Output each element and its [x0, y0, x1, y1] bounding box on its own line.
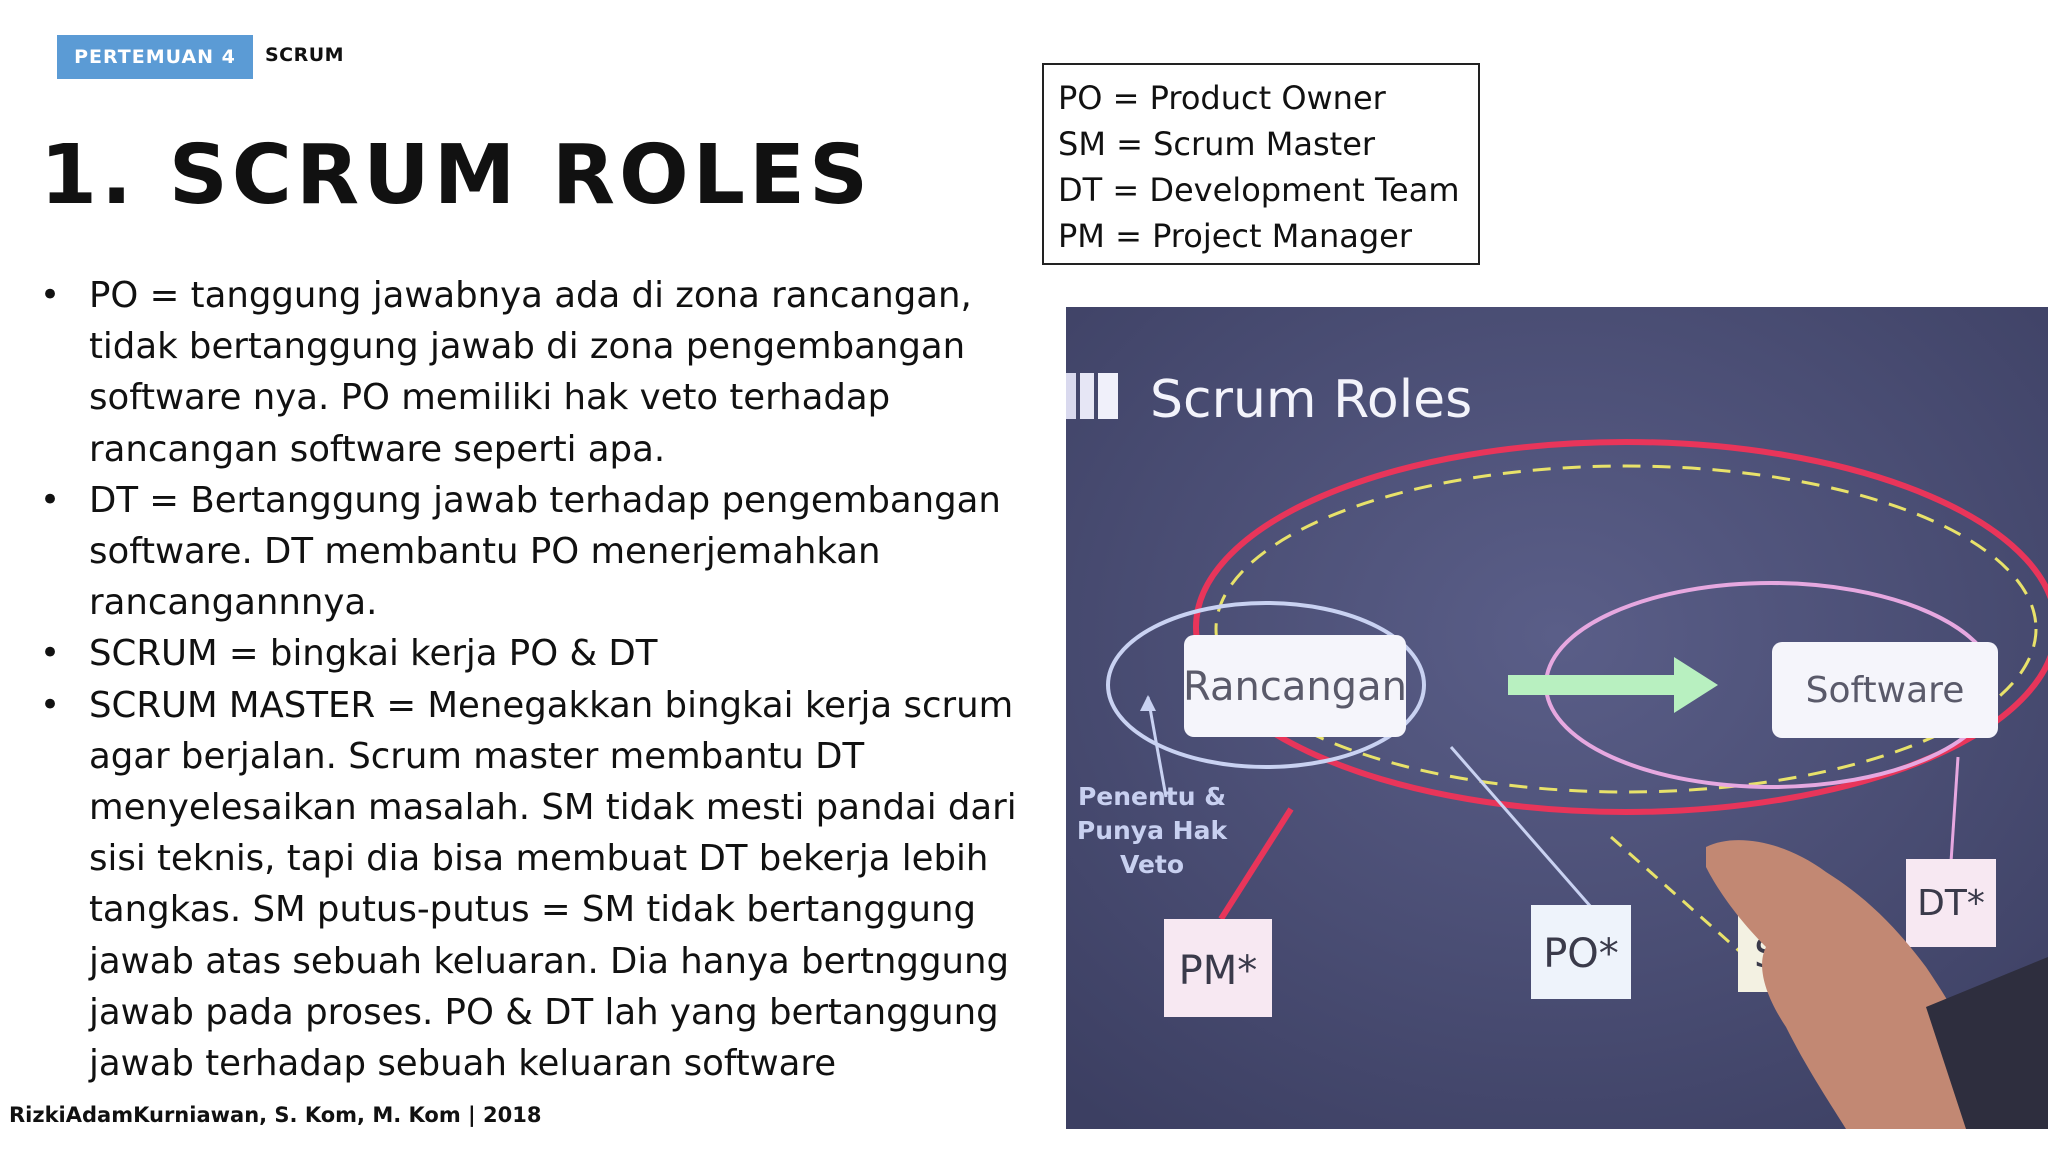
- scrum-frame-ellipse: [1193, 439, 2048, 815]
- section-badge: PERTEMUAN 4: [57, 35, 253, 79]
- scrum-master-dashed-ellipse: [1214, 464, 2038, 794]
- pm-box: [1164, 919, 1272, 1017]
- po-label: PO*: [1543, 931, 1619, 977]
- slide-title: 1. SCRUM ROLES: [40, 128, 873, 223]
- abbreviation-legend: PO = Product Owner SM = Scrum Master DT …: [1042, 63, 1480, 265]
- projector-photo: Scrum Roles Rancangan Software Penentu &…: [1066, 307, 2048, 1129]
- bullet-scrum-master: SCRUM MASTER = Menegakkan bingkai kerja …: [40, 680, 1055, 1090]
- software-label: Software: [1806, 670, 1965, 711]
- po-connector: [1449, 746, 1593, 908]
- veto-pointer-line: [1146, 696, 1168, 798]
- dt-connector: [1949, 756, 1960, 863]
- design-zone-ellipse: [1106, 601, 1426, 769]
- software-box: [1772, 642, 1998, 738]
- rancangan-label: Rancangan: [1183, 664, 1407, 710]
- legend-item: PM = Project Manager: [1058, 217, 1412, 255]
- dt-label: DT*: [1917, 883, 1985, 924]
- veto-note-line: Punya Hak: [1077, 816, 1229, 845]
- legend-item: PO = Product Owner: [1058, 79, 1386, 117]
- bullet-po: PO = tanggung jawabnya ada di zona ranca…: [40, 270, 1055, 475]
- rancangan-box: [1184, 635, 1406, 737]
- pm-connector: [1218, 807, 1294, 921]
- section-topic: SCRUM: [265, 44, 345, 66]
- veto-note-line: Veto: [1120, 850, 1184, 879]
- bullet-dt: DT = Bertanggung jawab terhadap pengemba…: [40, 475, 1055, 629]
- veto-note-line: Penentu &: [1078, 782, 1226, 811]
- bullet-scrum: SCRUM = bingkai kerja PO & DT: [40, 628, 1055, 679]
- pm-label: PM*: [1179, 948, 1258, 994]
- presenter-sleeve: [1926, 957, 2048, 1129]
- projected-slide-title: Scrum Roles: [1150, 370, 1472, 430]
- dt-box: [1906, 859, 1996, 947]
- slide-logo-icon: [1066, 373, 1118, 419]
- arrow-right-icon: [1508, 657, 1718, 713]
- po-box: [1531, 905, 1631, 999]
- author-footer: RizkiAdamKurniawan, S. Kom, M. Kom | 201…: [9, 1103, 542, 1127]
- bullet-list: PO = tanggung jawabnya ada di zona ranca…: [40, 270, 1055, 1089]
- legend-item: DT = Development Team: [1058, 171, 1460, 209]
- arrow-up-icon: [1140, 695, 1156, 711]
- legend-item: SM = Scrum Master: [1058, 125, 1376, 163]
- sm-connector: [1610, 835, 1747, 959]
